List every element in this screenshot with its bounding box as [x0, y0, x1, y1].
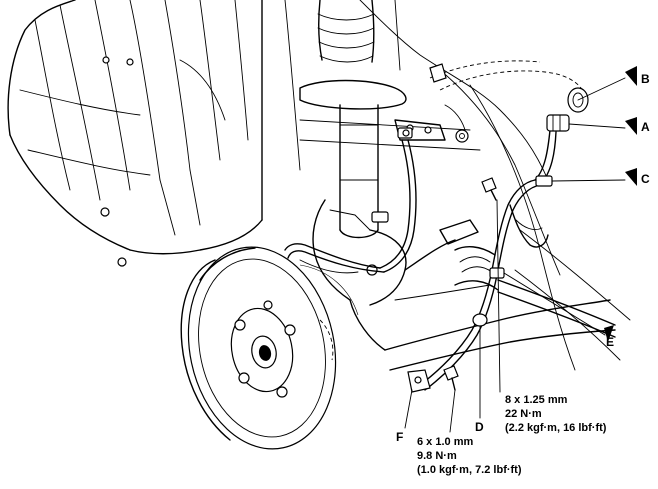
- callout-label-a: A: [641, 120, 650, 134]
- spec-6mm-size: 6 x 1.0 mm: [417, 436, 473, 448]
- callout-arrows: [604, 66, 637, 342]
- wheel-sensor-wire: [419, 60, 586, 391]
- spec-8mm-torque: 22 N·m: [505, 408, 542, 420]
- callout-label-f: F: [396, 430, 403, 444]
- leader-lines: [404, 77, 626, 433]
- fender-liner: [7, 0, 263, 267]
- callout-label-b: B: [641, 72, 650, 86]
- upper-clip: [429, 63, 447, 83]
- torque-spec-8mm: 8 x 1.25 mm 22 N·m (2.2 kgf·m, 16 lbf·ft…: [505, 394, 607, 434]
- lower-arm: [384, 284, 616, 371]
- clip-c: [535, 175, 553, 187]
- strut-assembly: [299, 0, 446, 239]
- spec-8mm-torque-alt: (2.2 kgf·m, 16 lbf·ft): [505, 422, 607, 434]
- steering-knuckle: [299, 199, 479, 351]
- torque-spec-6mm: 6 x 1.0 mm 9.8 N·m (1.0 kgf·m, 7.2 lbf·f…: [417, 436, 522, 476]
- wheel-speed-sensor-f: [407, 369, 431, 393]
- connector-a: [546, 114, 570, 132]
- callout-label-d: D: [475, 420, 484, 434]
- bolt-6mm: [443, 365, 459, 391]
- body-frame: [261, 0, 631, 371]
- callout-label-c: C: [641, 172, 650, 186]
- brake-disc: [180, 246, 359, 450]
- spec-6mm-torque: 9.8 N·m: [417, 450, 457, 462]
- brake-hose: [284, 127, 417, 273]
- clip-e: [489, 267, 505, 279]
- clamp-d: [472, 313, 488, 327]
- spec-6mm-torque-alt: (1.0 kgf·m, 7.2 lbf·ft): [417, 464, 522, 476]
- spec-8mm-size: 8 x 1.25 mm: [505, 394, 568, 406]
- callout-label-e: E: [606, 335, 614, 349]
- bolt-8mm: [481, 177, 497, 201]
